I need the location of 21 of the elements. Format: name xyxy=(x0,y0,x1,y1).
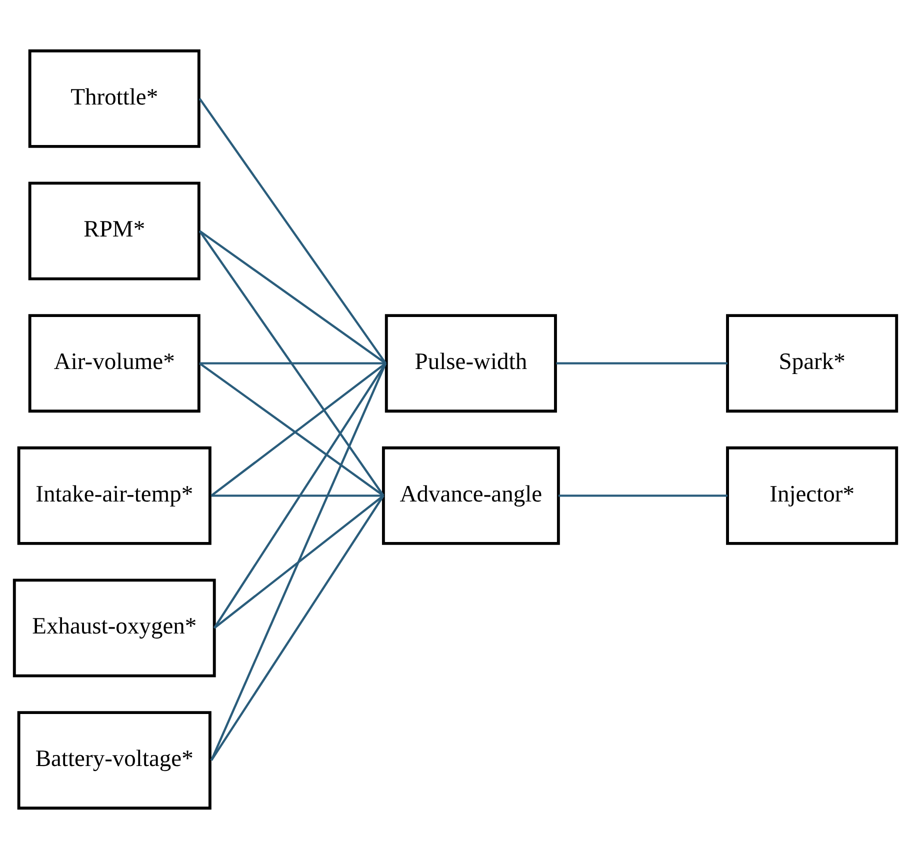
node-box: Pulse-width xyxy=(384,314,557,413)
connector xyxy=(199,230,386,364)
node-box: RPM* xyxy=(28,182,200,280)
connector xyxy=(556,362,728,364)
connector xyxy=(200,362,386,364)
node-box: Battery-voltage* xyxy=(17,711,212,810)
node-box: Spark* xyxy=(726,314,898,413)
connector xyxy=(210,362,387,761)
connector xyxy=(558,494,728,497)
node-box: Throttle* xyxy=(28,49,200,148)
node-box: Intake-air-temp* xyxy=(17,446,212,545)
connector xyxy=(210,495,384,761)
connector xyxy=(211,494,384,497)
node-box: Injector* xyxy=(726,446,898,545)
connector xyxy=(213,362,387,629)
node-box: Advance-angle xyxy=(382,446,560,545)
connector xyxy=(198,230,384,496)
node-box: Air-volume* xyxy=(28,314,200,413)
connector xyxy=(198,98,387,364)
connector xyxy=(214,494,384,629)
node-box: Exhaust-oxygen* xyxy=(12,578,216,678)
